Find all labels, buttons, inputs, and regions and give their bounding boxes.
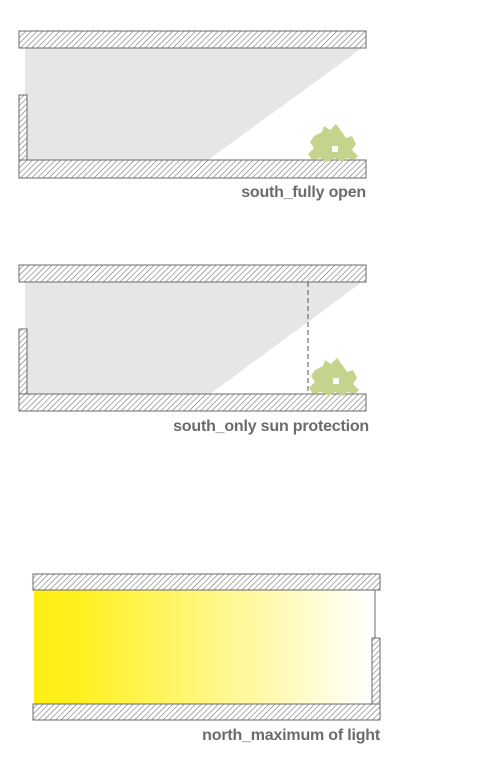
sun-stripe <box>264 385 308 394</box>
caption-south-sun-protection: south_only sun protection <box>173 418 369 435</box>
ceiling-slab <box>32 573 381 591</box>
light-gradient <box>34 590 374 704</box>
caption-south-fully-open: south_fully open <box>241 184 366 201</box>
parapet-wall <box>18 94 28 161</box>
sun-stripe <box>222 355 308 394</box>
caption-north-maximum-light: north_maximum of light <box>202 727 380 744</box>
interior-shade <box>25 48 362 160</box>
plant-icon <box>308 124 358 162</box>
floor-slab <box>18 393 367 412</box>
ceiling-slab <box>18 30 367 49</box>
plant-icon <box>309 358 359 396</box>
interior-shade <box>25 282 362 394</box>
sun-stripe <box>236 365 308 394</box>
sun-stripe <box>250 375 308 394</box>
parapet-wall <box>18 328 28 395</box>
panel-south-sun-protection <box>18 264 367 412</box>
panel-south-fully-open <box>18 30 367 179</box>
floor-slab <box>32 703 381 721</box>
panel-north-maximum-light <box>32 573 381 721</box>
floor-slab <box>18 159 367 179</box>
parapet-wall <box>371 637 381 705</box>
ceiling-slab <box>18 264 367 283</box>
